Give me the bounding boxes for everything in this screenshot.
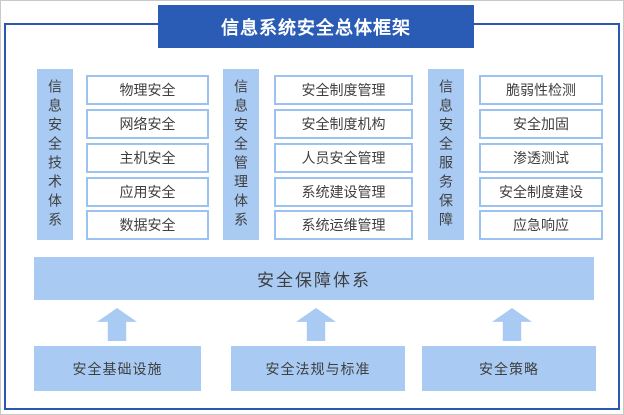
mgmt-item-policy-management: 安全制度管理 xyxy=(274,75,413,105)
mgmt-item-policy-organization: 安全制度机构 xyxy=(274,109,413,139)
svc-item-penetration-testing: 渗透测试 xyxy=(479,143,603,173)
foundation-regulations-standards: 安全法规与标准 xyxy=(231,346,405,391)
diagram-title: 信息系统安全总体框架 xyxy=(158,5,474,48)
foundation-security-infrastructure: 安全基础设施 xyxy=(34,346,201,391)
tech-item-application-security: 应用安全 xyxy=(86,177,209,207)
mgmt-item-system-operations: 系统运维管理 xyxy=(274,210,413,240)
mgmt-item-personnel-security: 人员安全管理 xyxy=(274,143,413,173)
svc-item-security-hardening: 安全加固 xyxy=(479,109,603,139)
mgmt-item-system-construction: 系统建设管理 xyxy=(274,177,413,207)
tech-item-physical-security: 物理安全 xyxy=(86,75,209,105)
column-header-service-assurance: 信息安全服务保障 xyxy=(428,69,464,240)
column-header-technical-system: 信息安全技术体系 xyxy=(37,69,73,240)
foundation-security-policy: 安全策略 xyxy=(422,346,596,391)
svc-item-incident-response: 应急响应 xyxy=(479,210,603,240)
assurance-system-bar: 安全保障体系 xyxy=(34,257,594,300)
svc-item-policy-construction: 安全制度建设 xyxy=(479,177,603,207)
svc-item-vulnerability-detection: 脆弱性检测 xyxy=(479,75,603,105)
tech-item-network-security: 网络安全 xyxy=(86,109,209,139)
tech-item-host-security: 主机安全 xyxy=(86,143,209,173)
tech-item-data-security: 数据安全 xyxy=(86,210,209,240)
column-header-management-system: 信息安全管理体系 xyxy=(223,69,259,240)
